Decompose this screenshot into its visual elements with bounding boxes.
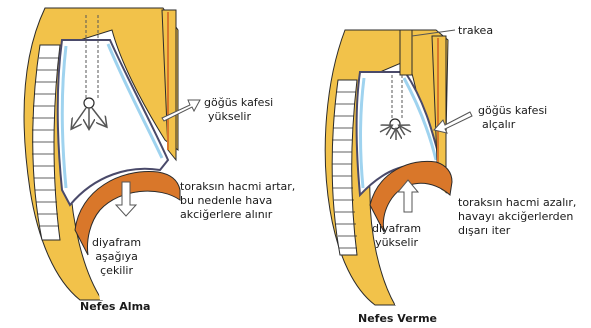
exhale-figure: [325, 30, 472, 305]
inhale-thorax-label: toraksın hacmi artar, bu nedenle hava ak…: [180, 180, 295, 222]
inhale-caption: Nefes Alma: [80, 300, 150, 313]
exhale-trachea: [400, 30, 412, 75]
exhale-thorax-label: toraksın hacmi azalır, havayı akciğerler…: [458, 196, 576, 238]
exhale-caption: Nefes Verme: [358, 312, 437, 325]
inhale-diaphragm-label: diyafram aşağıya çekilir: [92, 236, 141, 278]
inhale-chest-label: göğüs kafesi yükselir: [204, 96, 273, 124]
exhale-chest-label: göğüs kafesi alçalır: [478, 104, 547, 132]
exhale-diaphragm-label: diyafram yükselir: [372, 222, 421, 250]
exhale-trachea-label: trakea: [458, 24, 493, 38]
